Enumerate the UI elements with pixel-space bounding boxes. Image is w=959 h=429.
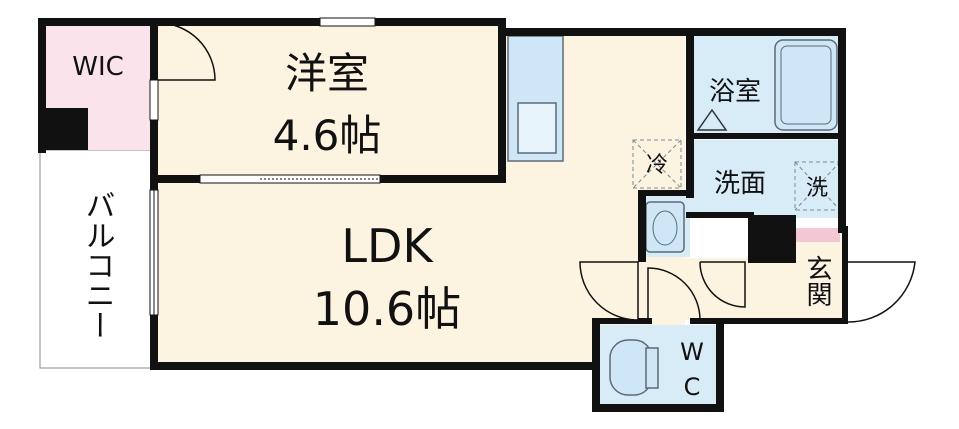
ldk-floor: [155, 30, 685, 365]
fridge-spot-icon: [632, 139, 682, 189]
toilet-label-w: W: [680, 338, 704, 366]
entrance-label: 玄関: [802, 255, 832, 307]
western-room-name: 洋室: [285, 49, 369, 98]
bath-step-icon: [696, 108, 728, 131]
window-balcony-top: [149, 79, 159, 121]
window-top: [319, 17, 376, 27]
door-hall: [579, 261, 639, 321]
washroom-floor: [690, 140, 840, 218]
door-washroom: [699, 261, 746, 308]
washroom-label: 洗面: [714, 169, 766, 199]
kitchen-sink-icon: [517, 102, 557, 154]
balcony-label: バルコニー: [80, 190, 115, 340]
door-toilet: [647, 267, 701, 321]
toilet-label-c: C: [684, 373, 701, 401]
bath-label: 浴室: [709, 77, 761, 107]
ldk-name: LDK: [341, 219, 434, 273]
entrance-floor: [792, 235, 842, 320]
western-room-size: 4.6帖: [273, 111, 382, 160]
washer-spot-icon: [794, 161, 841, 211]
hall-floor: [642, 258, 792, 320]
washer-label: 洗: [806, 176, 828, 201]
fridge-label: 冷: [646, 153, 668, 178]
entrance-shoebox: [795, 228, 840, 242]
door-wic: [157, 22, 216, 81]
balcony-area: [39, 149, 154, 369]
bathtub-icon: [774, 39, 838, 131]
door-entrance: [847, 261, 916, 323]
ldk-size: 10.6帖: [313, 282, 461, 336]
wic-label: WIC: [72, 52, 124, 82]
